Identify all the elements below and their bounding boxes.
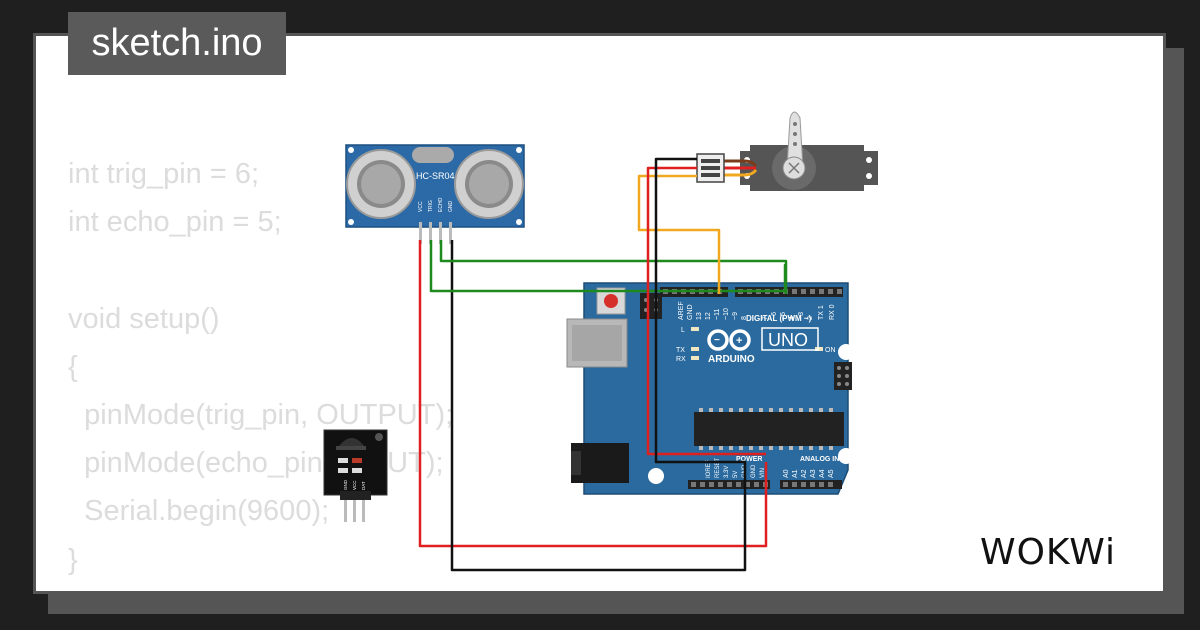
digital-pin-labels: AREF GND 13 12 ~11 ~10 ~9 8 7 ~6 ~5 4 ~3… bbox=[678, 301, 836, 320]
svg-text:A3: A3 bbox=[810, 469, 817, 478]
svg-text:3.3V: 3.3V bbox=[724, 466, 730, 478]
atmega-chip bbox=[694, 408, 844, 450]
sensor-header-pins[interactable] bbox=[419, 222, 452, 244]
wire-servo-power-red bbox=[646, 166, 766, 456]
svg-text:DAT: DAT bbox=[361, 481, 366, 490]
status-leds: L TX RX ON bbox=[676, 327, 836, 363]
svg-text:GND: GND bbox=[751, 464, 757, 478]
code-line: int trig_pin = 6; bbox=[68, 158, 260, 190]
power-header-label: POWER bbox=[736, 456, 762, 463]
wire-echo-green bbox=[439, 240, 788, 294]
mounting-hole bbox=[838, 344, 854, 360]
hc-sr04-sensor[interactable]: HC-SR04 VCC TRIG ECHO GND bbox=[345, 144, 525, 244]
ir-receiver-module[interactable]: GND VCC DAT bbox=[323, 429, 388, 522]
ir-pin-labels: GND VCC DAT bbox=[343, 479, 366, 490]
wokwi-logo-text: WOKWi bbox=[980, 532, 1116, 573]
arduino-brand-label: ARDUINO bbox=[708, 354, 755, 365]
analog-header-label: ANALOG IN bbox=[800, 456, 839, 463]
wire-servo-gnd-black bbox=[654, 157, 747, 490]
svg-text:ECHO: ECHO bbox=[438, 197, 444, 212]
analog-pin-labels: A0 A1 A2 A3 A4 A5 bbox=[783, 469, 835, 478]
svg-text:4: 4 bbox=[789, 316, 796, 320]
svg-text:GND: GND bbox=[343, 479, 348, 490]
transducer-right bbox=[454, 149, 524, 219]
digital-header-label: DIGITAL (PWM ~) bbox=[746, 314, 812, 323]
wires bbox=[418, 157, 788, 572]
svg-text:2: 2 bbox=[807, 316, 814, 320]
svg-text:AREF: AREF bbox=[678, 301, 685, 320]
arduino-infinity-icon bbox=[707, 329, 751, 351]
svg-text:TX: TX bbox=[676, 347, 685, 354]
servo-motor[interactable] bbox=[696, 111, 878, 191]
mounting-hole bbox=[838, 448, 854, 464]
svg-text:TX 1: TX 1 bbox=[818, 305, 825, 320]
svg-text:VCC: VCC bbox=[418, 201, 424, 212]
svg-text:A5: A5 bbox=[828, 469, 835, 478]
sensor-pin-labels: VCC TRIG ECHO GND bbox=[418, 197, 454, 212]
code-line: pinMode(trig_pin, OUTPUT); bbox=[68, 398, 454, 431]
code-line: int echo_pin = 5; bbox=[68, 206, 282, 239]
ir-sensor-dome bbox=[339, 438, 364, 446]
svg-text:ON: ON bbox=[825, 347, 836, 354]
file-tab-title[interactable]: sketch.ino bbox=[68, 12, 286, 75]
servo-horn[interactable] bbox=[786, 111, 804, 169]
svg-text:8: 8 bbox=[741, 316, 748, 320]
servo-screw-icon bbox=[788, 162, 800, 174]
svg-text:GND: GND bbox=[687, 304, 694, 320]
uno-badge bbox=[761, 327, 819, 351]
code-line: Serial.begin(9600); bbox=[68, 495, 330, 528]
svg-text:A1: A1 bbox=[792, 469, 799, 478]
reset-button[interactable] bbox=[604, 294, 618, 308]
svg-text:RESET: RESET bbox=[715, 458, 721, 478]
wokwi-logo: WOKWi bbox=[980, 532, 1116, 573]
svg-text:−: − bbox=[714, 335, 720, 346]
svg-text:~10: ~10 bbox=[723, 308, 730, 320]
svg-text:~6: ~6 bbox=[771, 312, 778, 320]
wire-servo-signal-orange bbox=[637, 174, 721, 294]
svg-text:5V: 5V bbox=[733, 471, 739, 478]
svg-text:A4: A4 bbox=[819, 469, 826, 478]
wire-gnd-black bbox=[450, 240, 747, 572]
icsp-header bbox=[640, 293, 662, 319]
svg-text:13: 13 bbox=[696, 312, 703, 320]
code-line: { bbox=[68, 350, 78, 383]
code-line: } bbox=[68, 543, 78, 576]
svg-text:VIN: VIN bbox=[760, 468, 766, 478]
svg-text:VCC: VCC bbox=[352, 480, 357, 490]
mounting-hole bbox=[648, 468, 664, 484]
svg-text:12: 12 bbox=[705, 312, 712, 320]
svg-text:~9: ~9 bbox=[732, 312, 739, 320]
arduino-uno-board[interactable]: AREF GND 13 12 ~11 ~10 ~9 8 7 ~6 ~5 4 ~3… bbox=[566, 282, 854, 495]
svg-text:IOREF: IOREF bbox=[706, 459, 712, 478]
svg-text:A0: A0 bbox=[783, 469, 790, 478]
svg-text:A2: A2 bbox=[801, 469, 808, 478]
svg-text:L: L bbox=[681, 327, 685, 334]
svg-text:GND: GND bbox=[448, 201, 454, 213]
code-line: void setup() bbox=[68, 302, 220, 335]
sensor-model-label: HC-SR04 bbox=[416, 171, 455, 181]
uno-model-label: UNO bbox=[768, 330, 808, 350]
svg-text:7: 7 bbox=[762, 316, 769, 320]
svg-text:RX: RX bbox=[676, 356, 686, 363]
crystal-oscillator bbox=[412, 147, 454, 163]
svg-text:RX 0: RX 0 bbox=[829, 304, 836, 320]
svg-text:TRIG: TRIG bbox=[428, 200, 434, 212]
svg-text:+: + bbox=[736, 335, 742, 347]
svg-text:~5: ~5 bbox=[780, 312, 787, 320]
icsp-header-right bbox=[834, 362, 852, 390]
svg-text:~11: ~11 bbox=[714, 309, 721, 320]
transducer-left bbox=[346, 149, 416, 219]
wire-vcc-red bbox=[418, 240, 768, 548]
svg-text:~3: ~3 bbox=[798, 312, 805, 320]
